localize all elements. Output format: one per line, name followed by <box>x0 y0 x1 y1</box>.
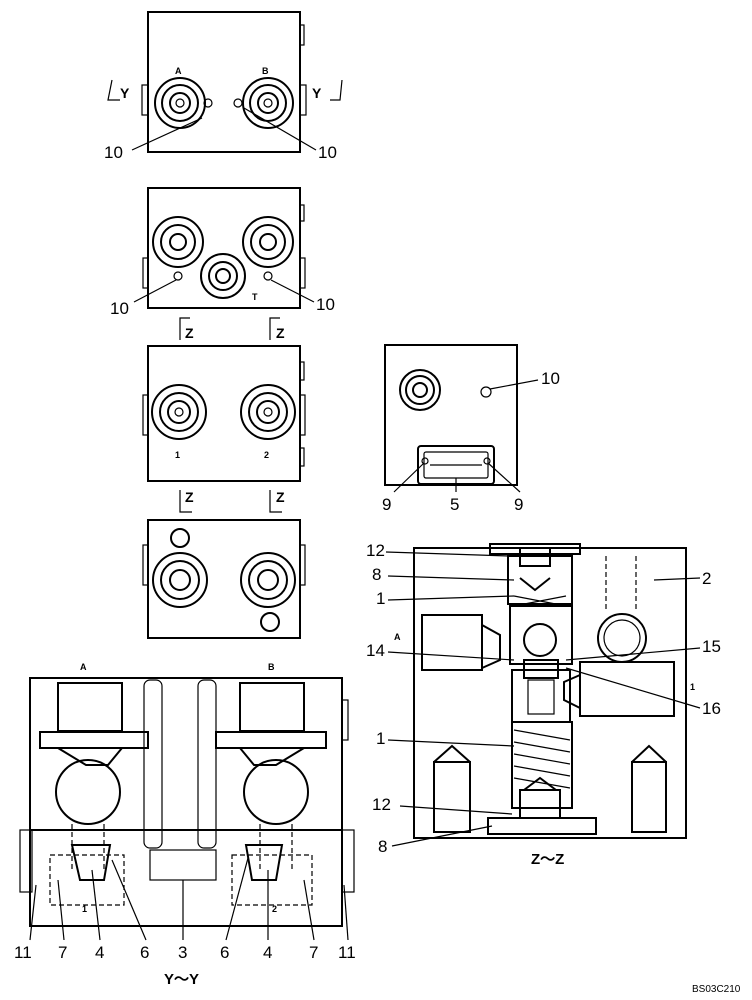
top-port-b-label: B <box>262 66 269 76</box>
drawing-code: BS03C210 <box>692 984 741 995</box>
callout-side-9-right: 9 <box>514 495 523 514</box>
callout-second-10-left: 10 <box>110 299 129 318</box>
callout-top-10-left: 10 <box>104 143 123 162</box>
yy-port-a-label: A <box>80 662 87 672</box>
fourth-view-block <box>142 519 306 639</box>
callout-zz-16: 16 <box>702 699 721 718</box>
section-z-mark-1: Z <box>185 325 194 341</box>
callout-zz-1-lower: 1 <box>376 729 385 748</box>
section-y-right-label: Y <box>312 85 322 101</box>
callout-second-10-right: 10 <box>316 295 335 314</box>
section-zz-view: A 1 12 8 1 14 1 12 8 2 15 16 Z～Z <box>366 541 721 868</box>
callout-yy-3: 3 <box>178 943 187 962</box>
third-view-block: 1 2 <box>142 345 306 482</box>
section-zz-caption: Z～Z <box>531 851 564 868</box>
callout-yy-6-left: 6 <box>140 943 149 962</box>
section-z-mark-4: Z <box>276 489 285 505</box>
zz-port-a-label: A <box>394 632 401 642</box>
callout-zz-1-top: 1 <box>376 589 385 608</box>
third-port-1-label: 1 <box>175 450 180 460</box>
section-z-marks-lower: Z Z <box>179 489 285 513</box>
callout-zz-8-top: 8 <box>372 565 381 584</box>
callout-yy-11-right: 11 <box>338 943 356 962</box>
section-yy-view: A B 1 2 11 7 4 6 3 6 4 7 11 Y～Y <box>14 662 356 988</box>
section-z-mark-3: Z <box>185 489 194 505</box>
section-y-left-label: Y <box>120 85 130 101</box>
callout-zz-12-lower: 12 <box>372 795 391 814</box>
top-view-block: A B Y Y 10 10 <box>104 11 343 162</box>
callout-yy-7-right: 7 <box>309 943 318 962</box>
yy-sub-label-2: 2 <box>272 904 277 914</box>
callout-yy-4-left: 4 <box>95 943 104 962</box>
callout-yy-4-right: 4 <box>263 943 272 962</box>
callout-zz-8-lower: 8 <box>378 837 387 856</box>
callout-side-10: 10 <box>541 369 560 388</box>
callout-zz-14: 14 <box>366 641 385 660</box>
callout-yy-6-right: 6 <box>220 943 229 962</box>
callout-side-5: 5 <box>450 495 459 514</box>
second-port-t-label: T <box>252 292 258 302</box>
callout-side-9-left: 9 <box>382 495 391 514</box>
callout-zz-12-top: 12 <box>366 541 385 560</box>
section-z-mark-2: Z <box>276 325 285 341</box>
callout-yy-7-left: 7 <box>58 943 67 962</box>
callout-yy-11-left: 11 <box>14 943 32 962</box>
callout-zz-2: 2 <box>702 569 711 588</box>
yy-port-b-label: B <box>268 662 275 672</box>
section-z-marks-upper: Z Z <box>179 317 285 341</box>
top-port-a-label: A <box>175 66 182 76</box>
callout-top-10-right: 10 <box>318 143 337 162</box>
third-port-2-label: 2 <box>264 450 269 460</box>
yy-sub-label-1: 1 <box>82 904 87 914</box>
second-view-block: T 10 10 <box>110 187 335 318</box>
side-view-block: 10 9 5 9 <box>382 344 560 514</box>
callout-zz-15: 15 <box>702 637 721 656</box>
zz-port-1-label: 1 <box>690 682 695 692</box>
section-yy-caption: Y～Y <box>164 971 199 988</box>
